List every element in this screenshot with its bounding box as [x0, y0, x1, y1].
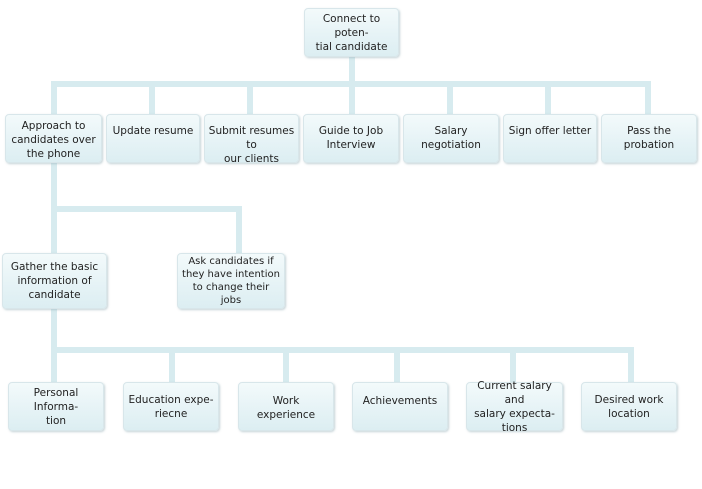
node-label: Connect to poten- tial candidate	[315, 12, 388, 53]
node-work-experience: Work experience	[238, 382, 334, 431]
connector-drop-personal	[51, 350, 57, 382]
connector-drop-approach	[51, 84, 57, 114]
node-label: Guide to Job Interview	[318, 125, 384, 151]
connector-drop-work	[283, 350, 289, 382]
node-label: Update resume	[112, 125, 194, 137]
connector-drop-update	[149, 84, 155, 114]
node-label: Desired work location	[594, 393, 664, 420]
node-label: Education expe- riecne	[128, 393, 214, 420]
connector-drop-achievements	[394, 350, 400, 382]
connector-root-stem	[349, 57, 355, 84]
node-label: Current salary and salary expecta- tions	[474, 379, 555, 434]
connector-drop-salary	[447, 84, 453, 114]
node-label: Work experience	[256, 395, 316, 421]
node-connect-to-potential-candidate: Connect to poten- tial candidate	[304, 8, 399, 57]
connector-drop-submit	[247, 84, 253, 114]
node-sign-offer-letter: Sign offer letter	[503, 114, 597, 163]
node-label: Gather the basic information of candidat…	[10, 261, 99, 301]
node-desired-work-location: Desired work location	[581, 382, 677, 431]
node-education-experience: Education expe- riecne	[123, 382, 219, 431]
node-achievements: Achievements	[352, 382, 448, 431]
node-guide-job-interview: Guide to Job Interview	[303, 114, 399, 163]
node-label: Approach to candidates over the phone	[11, 120, 96, 160]
node-personal-information: Personal Informa- tion	[8, 382, 104, 431]
node-submit-resumes: Submit resumes to our clients	[204, 114, 299, 165]
node-label: Sign offer letter	[508, 125, 592, 137]
node-pass-probation: Pass the probation	[601, 114, 697, 163]
connector-drop-guide	[349, 84, 355, 114]
connector-drop-current-salary	[510, 350, 516, 382]
node-label: Pass the probation	[623, 125, 675, 151]
node-update-resume: Update resume	[106, 114, 200, 163]
node-approach-candidates-phone: Approach to candidates over the phone	[5, 114, 102, 163]
connector-drop-education	[169, 350, 175, 382]
node-ask-intention-change-jobs: Ask candidates if they have intention to…	[177, 253, 285, 309]
node-label: Ask candidates if they have intention to…	[182, 256, 280, 306]
node-label: Achievements	[362, 395, 438, 407]
connector-drop-pass	[645, 84, 651, 114]
connector-drop-ask	[236, 209, 242, 253]
node-gather-basic-information: Gather the basic information of candidat…	[2, 253, 107, 309]
connector-drop-desired	[628, 350, 634, 382]
node-salary-negotiation: Salary negotiation	[403, 114, 499, 163]
node-current-salary-expectations: Current salary and salary expecta- tions	[466, 380, 563, 434]
node-label: Submit resumes to our clients	[208, 125, 295, 165]
connector-drop-sign	[545, 84, 551, 114]
node-label: Personal Informa- tion	[33, 386, 79, 427]
connector-gather-stem	[51, 309, 57, 382]
connector-level3-bar	[51, 347, 634, 353]
connector-level2-bar	[51, 206, 242, 212]
node-label: Salary negotiation	[421, 125, 481, 151]
